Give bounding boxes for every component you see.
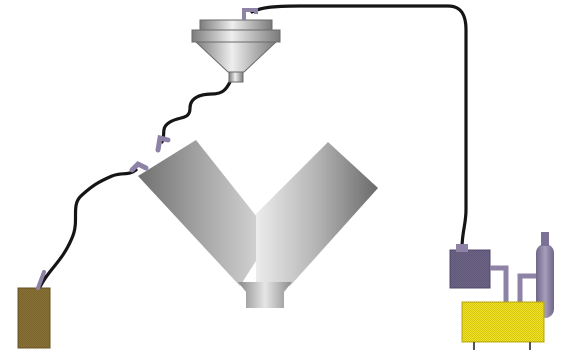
container-texture (18, 288, 50, 348)
container-wand (36, 270, 46, 290)
pump-motor-texture (450, 250, 490, 288)
blender-outlet (238, 282, 292, 308)
receiver-top-fitting (242, 8, 258, 20)
v-blender (129, 134, 378, 308)
tank-cap (541, 232, 549, 246)
receiver-outlet (228, 71, 244, 83)
pump-intake (456, 244, 468, 252)
pump-pipe (490, 265, 536, 302)
hose-container-to-blender (38, 168, 138, 289)
blender-top-port (155, 134, 171, 153)
hose-receiver-to-pump (250, 4, 468, 250)
blender-side-inlet (129, 160, 149, 173)
vacuum-pump-assembly (449, 232, 554, 350)
pump-base-texture (462, 302, 544, 342)
pump-legs (473, 342, 531, 350)
receiver-band (191, 29, 281, 43)
material-container (17, 270, 51, 349)
blender-left-arm (138, 140, 272, 286)
blender-right-arm (256, 142, 378, 286)
hoses (38, 4, 468, 289)
receiver-cone (194, 41, 278, 73)
filter-tank (536, 244, 554, 318)
hose-blender-to-receiver (160, 80, 232, 144)
vacuum-receiver (191, 8, 281, 83)
receiver-lid (199, 19, 273, 31)
